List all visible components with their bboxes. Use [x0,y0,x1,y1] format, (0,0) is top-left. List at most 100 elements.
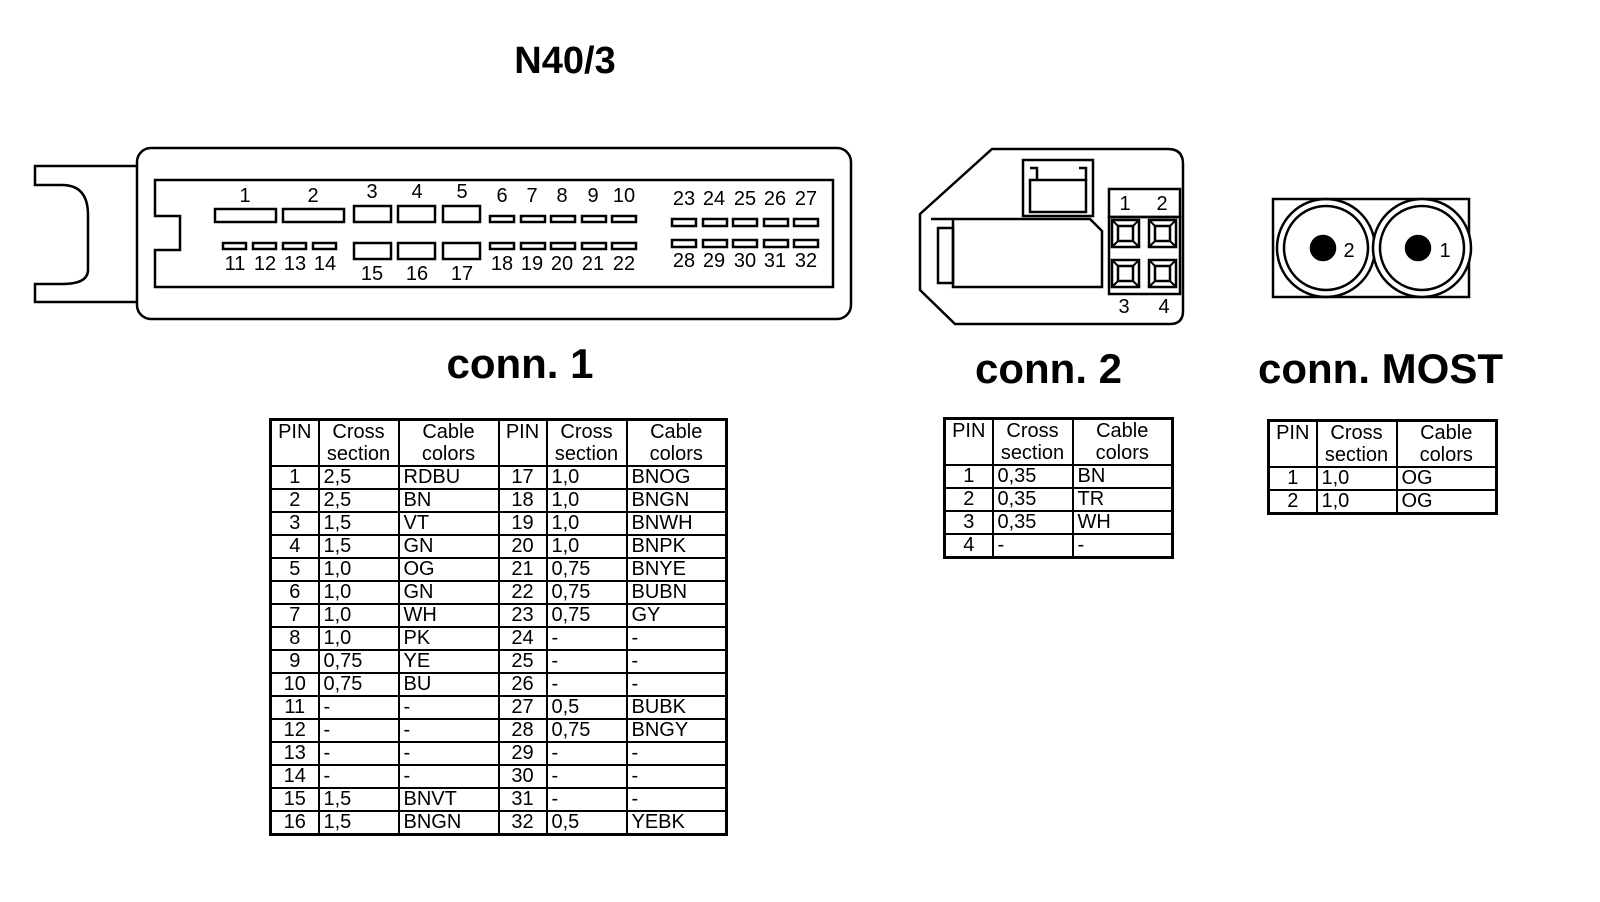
pin-label: 1 [239,185,250,207]
cross-section-cell: 1,5 [317,511,400,536]
cross-section-cell: 1,0 [545,488,628,513]
pin-label: 29 [703,250,725,272]
pin-slot-18 [488,241,516,251]
pin-label: 2 [307,185,318,207]
pin-number-cell: 4 [943,533,994,559]
pin-number-cell: 9 [269,649,320,674]
conn2-pin-diagonals [1148,259,1177,288]
table-header-row: PIN Cross section Cable colors [1267,419,1498,468]
pin-slot-32 [792,238,820,249]
pin-number-cell: 1 [1267,466,1318,491]
cable-color-cell: GN [397,534,500,559]
pin-label: 8 [556,185,567,207]
pin-number-cell: 32 [497,810,548,836]
cable-color-cell: PK [397,626,500,651]
pin-number-cell: 1 [943,464,994,489]
pin-slot-4 [396,204,437,224]
pin-label: 1 [1439,240,1450,262]
pin-label: 4 [411,181,422,203]
cable-color-cell: YEBK [625,810,728,836]
cable-color-cell: - [625,741,728,766]
cable-color-cell: BNGN [625,488,728,513]
pin-slot-7 [519,214,547,224]
pin-number-cell: 11 [269,695,320,720]
table-row: 13--29-- [269,741,728,766]
conn1-pin-table: PIN Cross section Cable colors PIN Cross… [269,418,728,836]
pin-label: 30 [734,250,756,272]
pin-label: 1 [1119,193,1130,215]
pin-number-cell: 3 [269,511,320,536]
pin-slot-23 [670,217,698,228]
pin-slot-22 [610,241,638,251]
pin-slot-10 [610,214,638,224]
pin-slot-25 [731,217,759,228]
pin-label: 18 [491,253,513,275]
pin-label: 2 [1343,240,1354,262]
cross-section-cell: - [545,741,628,766]
cable-color-cell: - [397,764,500,789]
pin-slot-3 [352,204,393,224]
header-cross-section: Cross section [1315,419,1398,468]
header-pin: PIN [269,418,320,467]
pin-label: 32 [795,250,817,272]
cross-section-cell: 2,5 [317,488,400,513]
conn1-drawing [33,146,853,321]
cable-color-cell: BNOG [625,465,728,490]
pin-label: 13 [284,253,306,275]
cross-section-cell: 1,0 [545,511,628,536]
cross-section-cell: 1,0 [317,557,400,582]
cross-section-cell: - [317,718,400,743]
pin-number-cell: 21 [497,557,548,582]
cross-section-cell: 0,35 [991,510,1074,535]
pin-label: 6 [496,185,507,207]
pin-slot-30 [731,238,759,249]
pin-slot-21 [580,241,608,251]
pin-label: 23 [673,188,695,210]
pin-label: 11 [225,253,246,275]
cable-color-cell: BUBN [625,580,728,605]
cross-section-cell: 1,5 [317,787,400,812]
pin-number-cell: 13 [269,741,320,766]
cross-section-cell: 1,5 [317,810,400,836]
pin-slot-9 [580,214,608,224]
conn2-pin-diagonals [1148,219,1177,248]
cross-section-cell: 0,75 [545,580,628,605]
cable-color-cell: - [1071,533,1174,559]
pin-label: 2 [1156,193,1167,215]
cross-section-cell: 1,5 [317,534,400,559]
header-pin: PIN [943,417,994,466]
cross-section-cell: 0,35 [991,487,1074,512]
pin-label: 4 [1158,296,1169,318]
pin-slot-17 [441,241,482,261]
cable-color-cell: RDBU [397,465,500,490]
pin-number-cell: 24 [497,626,548,651]
most-title: conn. MOST [1258,345,1503,392]
pin-number-cell: 14 [269,764,320,789]
most-pin-1 [1404,234,1432,262]
pin-slot-27 [792,217,820,228]
pin-number-cell: 20 [497,534,548,559]
cross-section-cell: 1,0 [545,534,628,559]
conn2-pin-inner-3 [1116,264,1135,283]
cable-color-cell: WH [397,603,500,628]
pin-number-cell: 3 [943,510,994,535]
cable-color-cell: OG [1395,489,1498,515]
pin-number-cell: 2 [943,487,994,512]
pin-label: 20 [551,253,573,275]
pin-slot-6 [488,214,516,224]
cable-color-cell: - [397,718,500,743]
conn2-pin-cells [1110,218,1178,289]
pin-label: 7 [526,185,537,207]
cable-color-cell: - [625,649,728,674]
cable-color-cell: TR [1071,487,1174,512]
cable-color-cell: - [625,764,728,789]
cross-section-cell: 1,0 [317,626,400,651]
